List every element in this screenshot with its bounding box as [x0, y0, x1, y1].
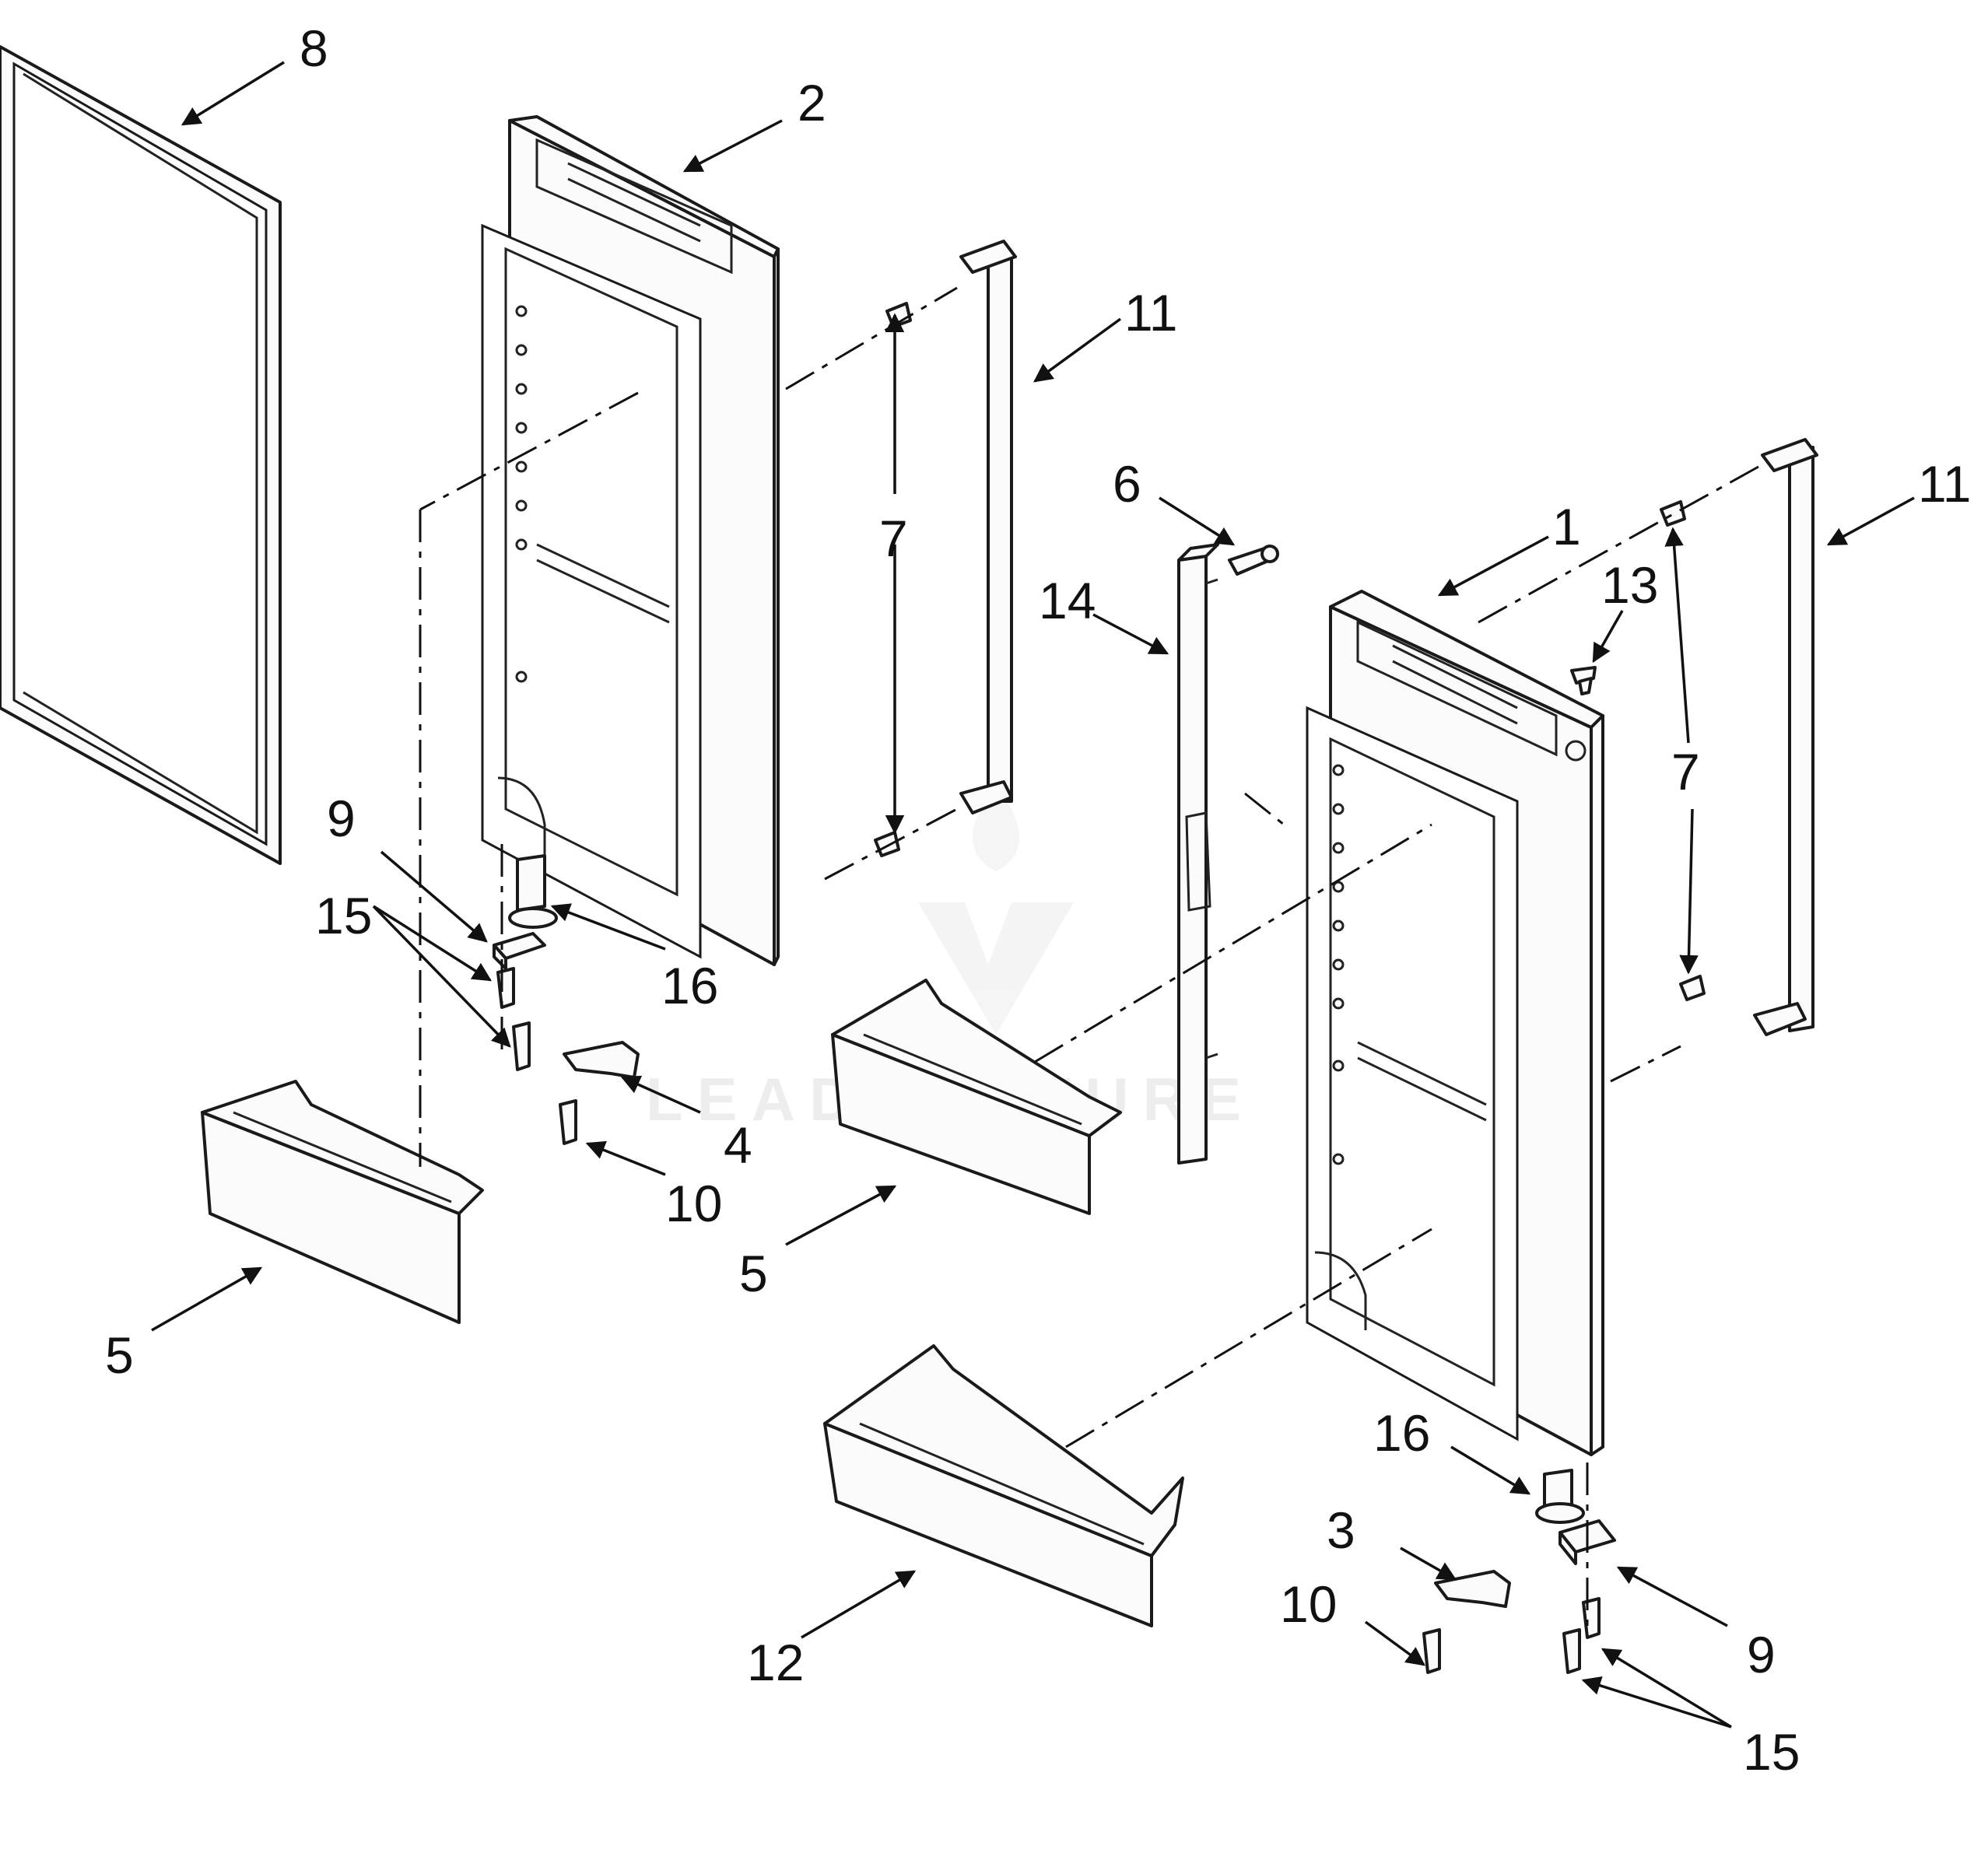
callout-1: 1 [1552, 498, 1581, 555]
plug-part-13 [1570, 666, 1597, 695]
callout-5-left: 5 [105, 1326, 134, 1384]
leader-arrows [151, 61, 1915, 1729]
callout-11-left: 11 [1124, 284, 1178, 342]
screw-part-15-right-b [1562, 1628, 1581, 1674]
callout-4: 4 [724, 1116, 752, 1174]
right-door-liner-part-1 [1306, 590, 1604, 1456]
callout-13: 13 [1601, 556, 1658, 614]
callout-6: 6 [1113, 455, 1141, 513]
screw-part-15-left-b [512, 1021, 531, 1071]
callout-16-left: 16 [661, 957, 718, 1014]
door-bin-part-12 [823, 1344, 1184, 1627]
hinge-pin-part-16-left [508, 854, 558, 929]
left-door-liner-part-2 [481, 115, 780, 966]
callout-14: 14 [1039, 572, 1096, 629]
callout-10-left: 10 [665, 1175, 722, 1232]
callout-15-right: 15 [1743, 1723, 1800, 1781]
door-bin-part-5-left [201, 1080, 484, 1324]
hinge-clip-part-3 [1434, 1570, 1511, 1608]
screw-part-7-lower-left [874, 831, 900, 857]
handle-part-11-right [1753, 438, 1818, 1036]
center-hinge-bar-part-14 [1177, 543, 1219, 1165]
callout-labels: 8 2 11 7 6 14 1 13 11 7 9 15 16 4 10 5 5… [105, 19, 1972, 1781]
screw-part-6 [1228, 545, 1279, 576]
callout-12: 12 [747, 1634, 804, 1691]
callout-8: 8 [300, 19, 328, 77]
screw-part-15-right-a [1582, 1597, 1601, 1639]
callout-7-right: 7 [1671, 743, 1700, 800]
callout-10-right: 10 [1280, 1575, 1337, 1633]
door-gasket-part-8 [0, 45, 282, 865]
callout-11-right: 11 [1918, 455, 1972, 513]
callout-9-right: 9 [1747, 1626, 1776, 1683]
callout-5-center: 5 [739, 1245, 768, 1302]
screw-part-10-right [1422, 1628, 1441, 1674]
handle-part-11-left [959, 240, 1017, 814]
callout-16-right: 16 [1373, 1404, 1430, 1462]
screw-part-7-lower-right [1679, 975, 1706, 1001]
screw-part-10-left [559, 1099, 577, 1145]
door-bin-part-5-center [831, 979, 1122, 1215]
assembly-lines [419, 286, 1759, 1634]
hinge-clip-part-4 [563, 1041, 640, 1079]
callout-2: 2 [798, 74, 826, 131]
screw-part-7-upper-right [1660, 500, 1686, 527]
callout-15-left: 15 [315, 887, 372, 944]
callout-9-left: 9 [327, 790, 356, 847]
callout-7-left: 7 [879, 510, 908, 567]
watermark-logo [918, 786, 1074, 1035]
hinge-pin-part-16-right [1535, 1469, 1585, 1524]
screw-part-15-left-a [496, 967, 515, 1009]
callout-3: 3 [1327, 1501, 1355, 1559]
